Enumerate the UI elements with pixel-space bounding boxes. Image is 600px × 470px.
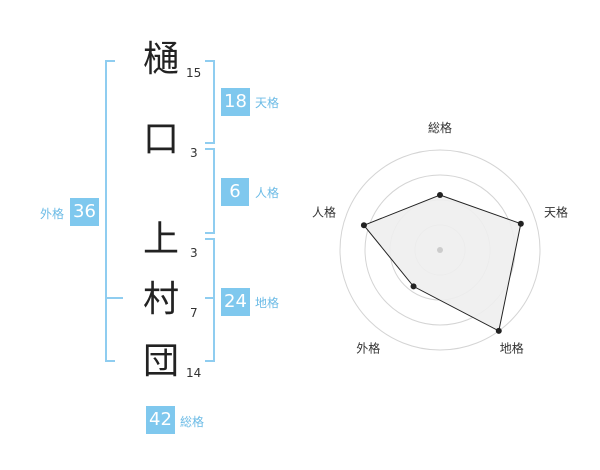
radar-axis-label-4: 外格 xyxy=(356,341,380,356)
radar-polygon xyxy=(363,194,522,332)
tenkaku-bracket xyxy=(205,60,215,144)
chikaku-bracket xyxy=(205,238,215,362)
jinkaku-bracket xyxy=(205,148,215,234)
name-char-3: 上 xyxy=(142,219,179,260)
chikaku-value: 24 xyxy=(221,288,250,316)
radar-axis-label-3: 地格 xyxy=(500,341,524,356)
radar-axis-label-2: 天格 xyxy=(544,204,568,219)
radar-point-4 xyxy=(410,283,417,290)
gaikaku-value: 36 xyxy=(70,198,99,226)
soukaku-label: 総格 xyxy=(180,415,205,429)
radar-points xyxy=(360,192,524,334)
radar-ring-4 xyxy=(339,149,541,351)
radar-point-1 xyxy=(437,192,443,198)
gaikaku-bracket-tick xyxy=(105,297,123,299)
name-char-5: 団 xyxy=(142,341,179,382)
stroke-count-4: 7 xyxy=(190,306,198,320)
tenkaku-label: 天格 xyxy=(255,96,280,110)
chikaku-label: 地格 xyxy=(255,296,280,310)
gaikaku-label: 外格 xyxy=(40,207,65,221)
name-char-4: 村 xyxy=(142,279,179,320)
stroke-count-1: 15 xyxy=(186,66,202,80)
radar-center-dot xyxy=(437,247,443,253)
tenkaku-value: 18 xyxy=(221,88,250,116)
chikaku-bracket-tick xyxy=(205,297,213,299)
gaikaku-bracket xyxy=(105,60,115,362)
stroke-count-5: 14 xyxy=(186,366,202,380)
radar-point-5 xyxy=(360,222,367,229)
name-char-2: 口 xyxy=(142,119,179,160)
soukaku-value: 42 xyxy=(146,406,175,434)
name-char-1: 樋 xyxy=(142,39,179,80)
jinkaku-label: 人格 xyxy=(255,186,280,200)
radar-point-3 xyxy=(495,327,502,334)
stroke-count-3: 3 xyxy=(190,246,198,260)
jinkaku-value: 6 xyxy=(221,178,249,206)
stroke-count-2: 3 xyxy=(190,146,198,160)
radar-axis-label-5: 人格 xyxy=(312,204,336,219)
radar-axis-label-1: 総格 xyxy=(428,120,452,135)
radar-point-2 xyxy=(517,220,524,227)
